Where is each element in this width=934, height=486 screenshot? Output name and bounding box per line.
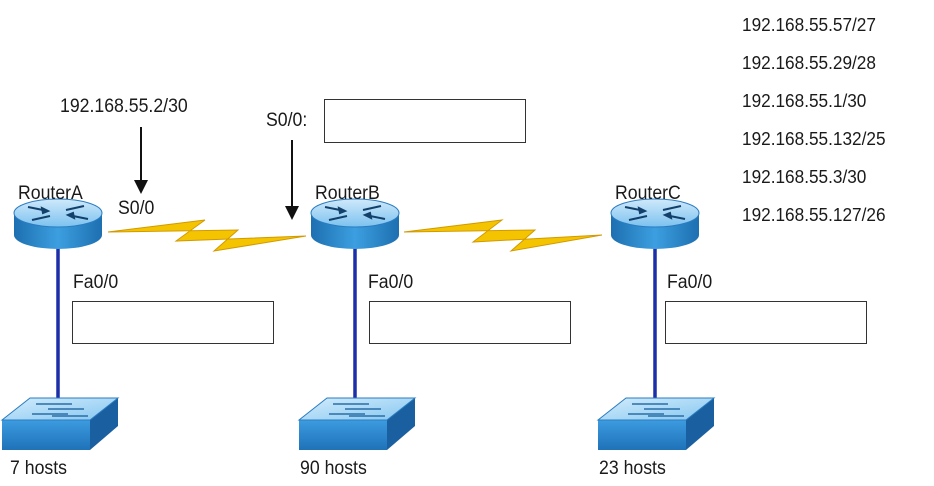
address-option: 192.168.55.127/26 [742,204,886,225]
switch-b-icon [297,397,417,450]
address-option: 192.168.55.3/30 [742,166,867,187]
routerB-name: RouterB [315,183,380,204]
routerB-fa00-answer-box[interactable] [369,301,571,344]
routerA-s00-label: S0/0 [118,198,155,219]
routerB-s00-answer-box[interactable] [324,99,526,143]
routerA-name: RouterA [18,183,83,204]
routerA-fa00-label: Fa0/0 [73,272,119,293]
address-option: 192.168.55.29/28 [742,52,876,73]
address-option: 192.168.55.1/30 [742,90,867,111]
address-option: 192.168.55.132/25 [742,128,886,149]
routerC-fa00-label: Fa0/0 [667,272,713,293]
router-b-icon [310,198,400,249]
routerA-fa00-answer-box[interactable] [72,301,274,344]
lan-a-hosts-label: 7 hosts [10,458,67,479]
router-a-icon [13,198,103,249]
routerB-s00-label: S0/0: [266,110,308,131]
routerC-fa00-answer-box[interactable] [665,301,867,344]
lan-c-hosts-label: 23 hosts [599,458,666,479]
routerC-name: RouterC [615,183,681,204]
switch-a-icon [0,397,120,450]
routerA-s00-address-label: 192.168.55.2/30 [60,96,188,117]
routerB-fa00-label: Fa0/0 [368,272,414,293]
switch-c-icon [596,397,716,450]
address-option: 192.168.55.57/27 [742,14,876,35]
lan-b-hosts-label: 90 hosts [300,458,367,479]
router-c-icon [610,198,700,249]
serial-link-ab [107,219,307,252]
serial-link-bc [403,219,603,252]
